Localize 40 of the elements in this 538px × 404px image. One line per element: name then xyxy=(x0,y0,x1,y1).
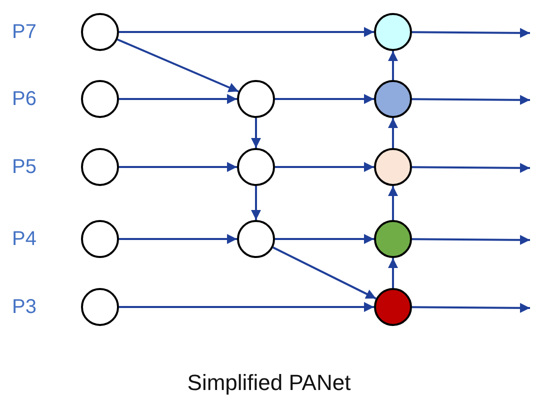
arrow xyxy=(117,38,239,92)
arrow xyxy=(119,162,237,172)
arrow xyxy=(272,246,376,300)
feature-node-circle xyxy=(374,148,412,186)
feature-node-circle xyxy=(374,288,412,326)
arrow xyxy=(275,94,374,104)
level-label: P3 xyxy=(12,295,36,319)
arrow xyxy=(251,118,261,148)
arrow xyxy=(388,186,398,220)
arrow xyxy=(412,302,530,313)
arrow xyxy=(119,27,374,37)
feature-node-circle xyxy=(237,220,275,258)
arrow xyxy=(388,51,398,80)
arrow xyxy=(412,28,530,38)
feature-node-circle xyxy=(374,80,412,118)
arrow xyxy=(388,118,398,148)
feature-node-circle xyxy=(374,13,412,51)
arrow xyxy=(412,94,530,105)
arrow xyxy=(412,234,530,245)
arrow xyxy=(119,302,374,312)
feature-node-circle xyxy=(237,148,275,186)
arrow xyxy=(275,162,374,172)
arrow xyxy=(388,258,398,288)
arrow xyxy=(275,234,374,244)
feature-node-circle xyxy=(81,13,119,51)
level-label: P6 xyxy=(12,87,36,111)
feature-node-circle xyxy=(81,148,119,186)
feature-node-circle xyxy=(237,80,275,118)
feature-node-circle xyxy=(81,288,119,326)
feature-node-circle xyxy=(374,220,412,258)
arrow xyxy=(251,186,261,220)
feature-node-circle xyxy=(81,220,119,258)
arrow xyxy=(119,234,237,244)
level-label: P5 xyxy=(12,155,36,179)
arrow xyxy=(412,162,530,173)
level-label: P4 xyxy=(12,227,36,251)
caption: Simplified PANet xyxy=(186,370,352,396)
level-label: P7 xyxy=(12,20,36,44)
arrow xyxy=(119,94,237,104)
feature-node-circle xyxy=(81,80,119,118)
